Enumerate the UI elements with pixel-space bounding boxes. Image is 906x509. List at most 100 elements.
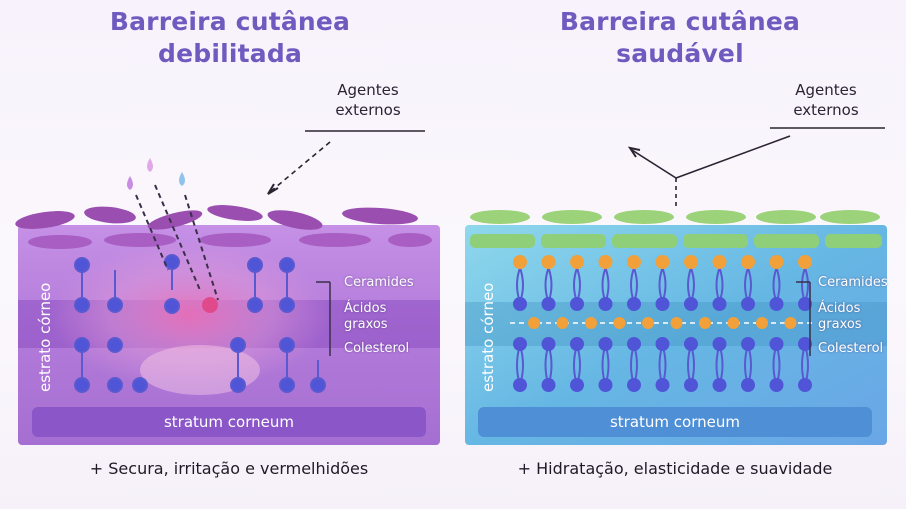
- lipid-head: [741, 378, 755, 392]
- right-agents-line1: Agentes: [795, 81, 857, 99]
- left-label-bracket: [316, 281, 331, 356]
- right-lipid-molecules: [513, 255, 812, 392]
- ceramide-head: [627, 255, 641, 269]
- right-agents-line2: externos: [793, 101, 859, 119]
- ceramide-head: [541, 255, 556, 269]
- right-agents-pointer: [627, 127, 885, 208]
- lipid-head: [541, 337, 556, 351]
- right-label-graxos: graxos: [818, 317, 862, 332]
- lipid-head: [712, 297, 727, 311]
- fatty-acid-dot: [613, 317, 626, 329]
- ceramide-head: [598, 255, 613, 269]
- lipid-head: [541, 378, 556, 392]
- lipid-head: [798, 337, 812, 351]
- left-label-ceramides: Ceramides: [344, 275, 414, 290]
- lipid-molecule: [513, 255, 527, 392]
- fatty-acid-dot: [585, 317, 597, 329]
- ceramide-head: [655, 255, 670, 269]
- lipid-head: [655, 337, 670, 351]
- lipid-head: [712, 337, 727, 351]
- lipid-molecule: [627, 255, 641, 392]
- fatty-acid-dot: [699, 317, 711, 329]
- lipid-head: [570, 297, 584, 311]
- fatty-acid-dot: [670, 317, 683, 329]
- right-label-ceramides: Ceramides: [818, 275, 888, 290]
- left-footer: + Secura, irritação e vermelhidões: [89, 459, 369, 478]
- lipid-head: [627, 337, 641, 351]
- lipid-head: [798, 297, 812, 311]
- lipid-head: [570, 378, 584, 392]
- left-label-graxos: graxos: [344, 317, 388, 332]
- ceramide-head: [513, 255, 527, 269]
- right-title-line2: saudável: [616, 39, 744, 68]
- left-title: Barreira cutânea debilitada: [95, 6, 365, 70]
- lipid-head: [655, 297, 670, 311]
- lipid-head: [684, 378, 698, 392]
- fatty-acid-dot: [784, 317, 797, 329]
- right-skin-block: [465, 127, 887, 445]
- ceramide-head: [769, 255, 784, 269]
- left-skin-block: [15, 130, 440, 445]
- lipid-molecule: [655, 255, 670, 392]
- ceramide-head: [712, 255, 727, 269]
- lipid-head: [741, 297, 755, 311]
- lipid-head: [769, 378, 784, 392]
- left-droplets: [127, 158, 185, 190]
- lipid-head: [627, 378, 641, 392]
- left-agents-line2: externos: [335, 101, 401, 119]
- lipid-head: [684, 297, 698, 311]
- right-title: Barreira cutânea saudável: [545, 6, 815, 70]
- left-agents-label: Agentes externos: [318, 80, 418, 120]
- right-agents-label: Agentes externos: [776, 80, 876, 120]
- ceramide-head: [798, 255, 812, 269]
- right-stratum-corneum: stratum corneum: [478, 407, 872, 437]
- left-agent-streaks: [135, 184, 219, 301]
- left-label-acidos: Ácidos: [344, 301, 387, 316]
- lipid-molecule: [541, 255, 556, 392]
- fatty-acid-dot: [642, 317, 654, 329]
- lipid-molecule: [570, 255, 584, 392]
- lipid-head: [513, 297, 527, 311]
- lipid-head: [541, 297, 556, 311]
- lipid-head: [769, 297, 784, 311]
- lipid-molecule: [684, 255, 698, 392]
- lipid-head: [741, 337, 755, 351]
- fatty-acid-dot: [756, 317, 768, 329]
- lipid-head: [513, 337, 527, 351]
- right-healthy-scales: [470, 210, 882, 248]
- left-damaged-scales: [15, 205, 432, 249]
- lipid-head: [769, 337, 784, 351]
- ceramide-head: [741, 255, 755, 269]
- left-side-label: estrato córneo: [36, 282, 54, 392]
- ceramide-head: [570, 255, 584, 269]
- left-stratum-corneum: stratum corneum: [32, 407, 426, 437]
- right-footer: + Hidratação, elasticidade e suavidade: [517, 459, 833, 478]
- right-title-line1: Barreira cutânea: [559, 7, 801, 36]
- left-agents-line1: Agentes: [337, 81, 399, 99]
- lipid-molecule: [798, 255, 812, 392]
- left-title-line2: debilitada: [157, 39, 303, 68]
- left-lipid-molecules: [74, 254, 326, 393]
- lipid-head: [570, 337, 584, 351]
- fatty-acid-dot: [556, 317, 569, 329]
- fatty-acid-dot: [528, 317, 540, 329]
- lipid-molecule: [769, 255, 784, 392]
- fatty-acid-dot: [727, 317, 740, 329]
- lipid-head: [684, 337, 698, 351]
- lipid-head: [798, 378, 812, 392]
- left-agents-pointer: [267, 130, 425, 195]
- lipid-head: [513, 378, 527, 392]
- lipid-head: [598, 378, 613, 392]
- right-label-acidos: Ácidos: [818, 301, 861, 316]
- lipid-molecule: [598, 255, 613, 392]
- left-title-line1: Barreira cutânea: [109, 7, 351, 36]
- left-irritation-zone: [50, 240, 330, 390]
- lipid-head: [598, 337, 613, 351]
- lipid-molecule: [741, 255, 755, 392]
- lipid-head: [712, 378, 727, 392]
- lipid-molecule: [712, 255, 727, 392]
- lipid-head: [598, 297, 613, 311]
- left-label-colesterol: Colesterol: [344, 341, 410, 356]
- right-side-label: estrato córneo: [479, 282, 497, 392]
